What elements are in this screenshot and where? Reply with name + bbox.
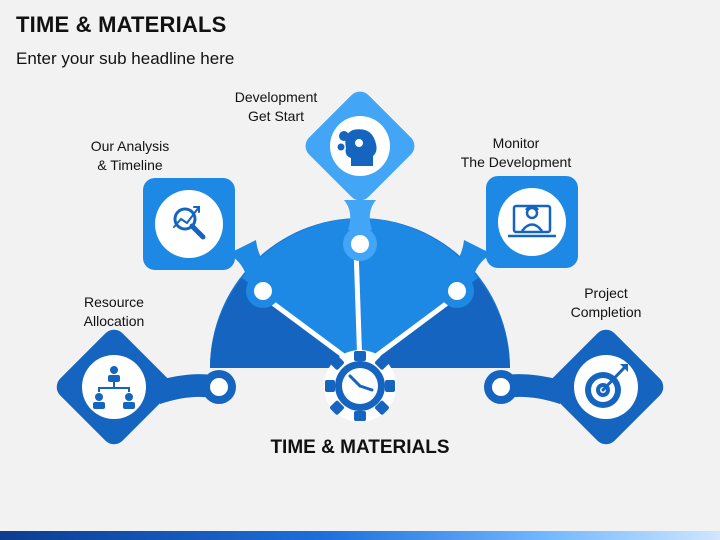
fan-segment-far-left bbox=[210, 278, 360, 368]
step-project bbox=[548, 329, 664, 445]
semicircle-fan bbox=[210, 218, 510, 371]
step-analysis bbox=[143, 178, 235, 270]
magnifier-chart-icon bbox=[173, 206, 206, 240]
label-analysis-line2: & Timeline bbox=[97, 157, 163, 173]
label-development: Development Get Start bbox=[216, 88, 336, 126]
step-monitor bbox=[486, 176, 578, 268]
label-development-line2: Get Start bbox=[247, 108, 305, 124]
fan-segment-left bbox=[242, 218, 360, 368]
monitor-person-icon bbox=[508, 204, 556, 238]
label-resource-line1: Resource bbox=[84, 294, 144, 310]
label-resource-line2: Allocation bbox=[83, 313, 145, 329]
footer-bar bbox=[0, 531, 720, 540]
center-title: TIME & MATERIALS bbox=[270, 437, 450, 458]
fan-segment-right bbox=[360, 218, 478, 368]
fan-segment-far-right bbox=[360, 278, 510, 368]
page-subtitle: Enter your sub headline here bbox=[16, 49, 235, 68]
label-project-line2: Completion bbox=[570, 304, 642, 320]
label-analysis: Our Analysis & Timeline bbox=[70, 137, 190, 175]
step-resource bbox=[56, 329, 172, 445]
page-title: TIME & MATERIALS bbox=[16, 12, 227, 37]
label-project-line1: Project bbox=[584, 285, 628, 301]
target-arrow-icon bbox=[585, 364, 628, 408]
label-project: Project Completion bbox=[546, 284, 666, 322]
label-resource: Resource Allocation bbox=[54, 293, 174, 331]
label-analysis-line1: Our Analysis bbox=[90, 138, 170, 154]
connectors bbox=[160, 200, 560, 404]
connector-nodes bbox=[202, 227, 518, 404]
label-monitor-line1: Monitor bbox=[492, 135, 540, 151]
step-development bbox=[305, 91, 415, 201]
org-chart-icon bbox=[93, 366, 135, 409]
label-monitor-line2: The Development bbox=[460, 154, 572, 170]
clock-gear-icon bbox=[324, 350, 396, 422]
head-gears-icon bbox=[337, 129, 377, 166]
label-monitor: Monitor The Development bbox=[436, 134, 596, 172]
label-development-line1: Development bbox=[234, 89, 318, 105]
